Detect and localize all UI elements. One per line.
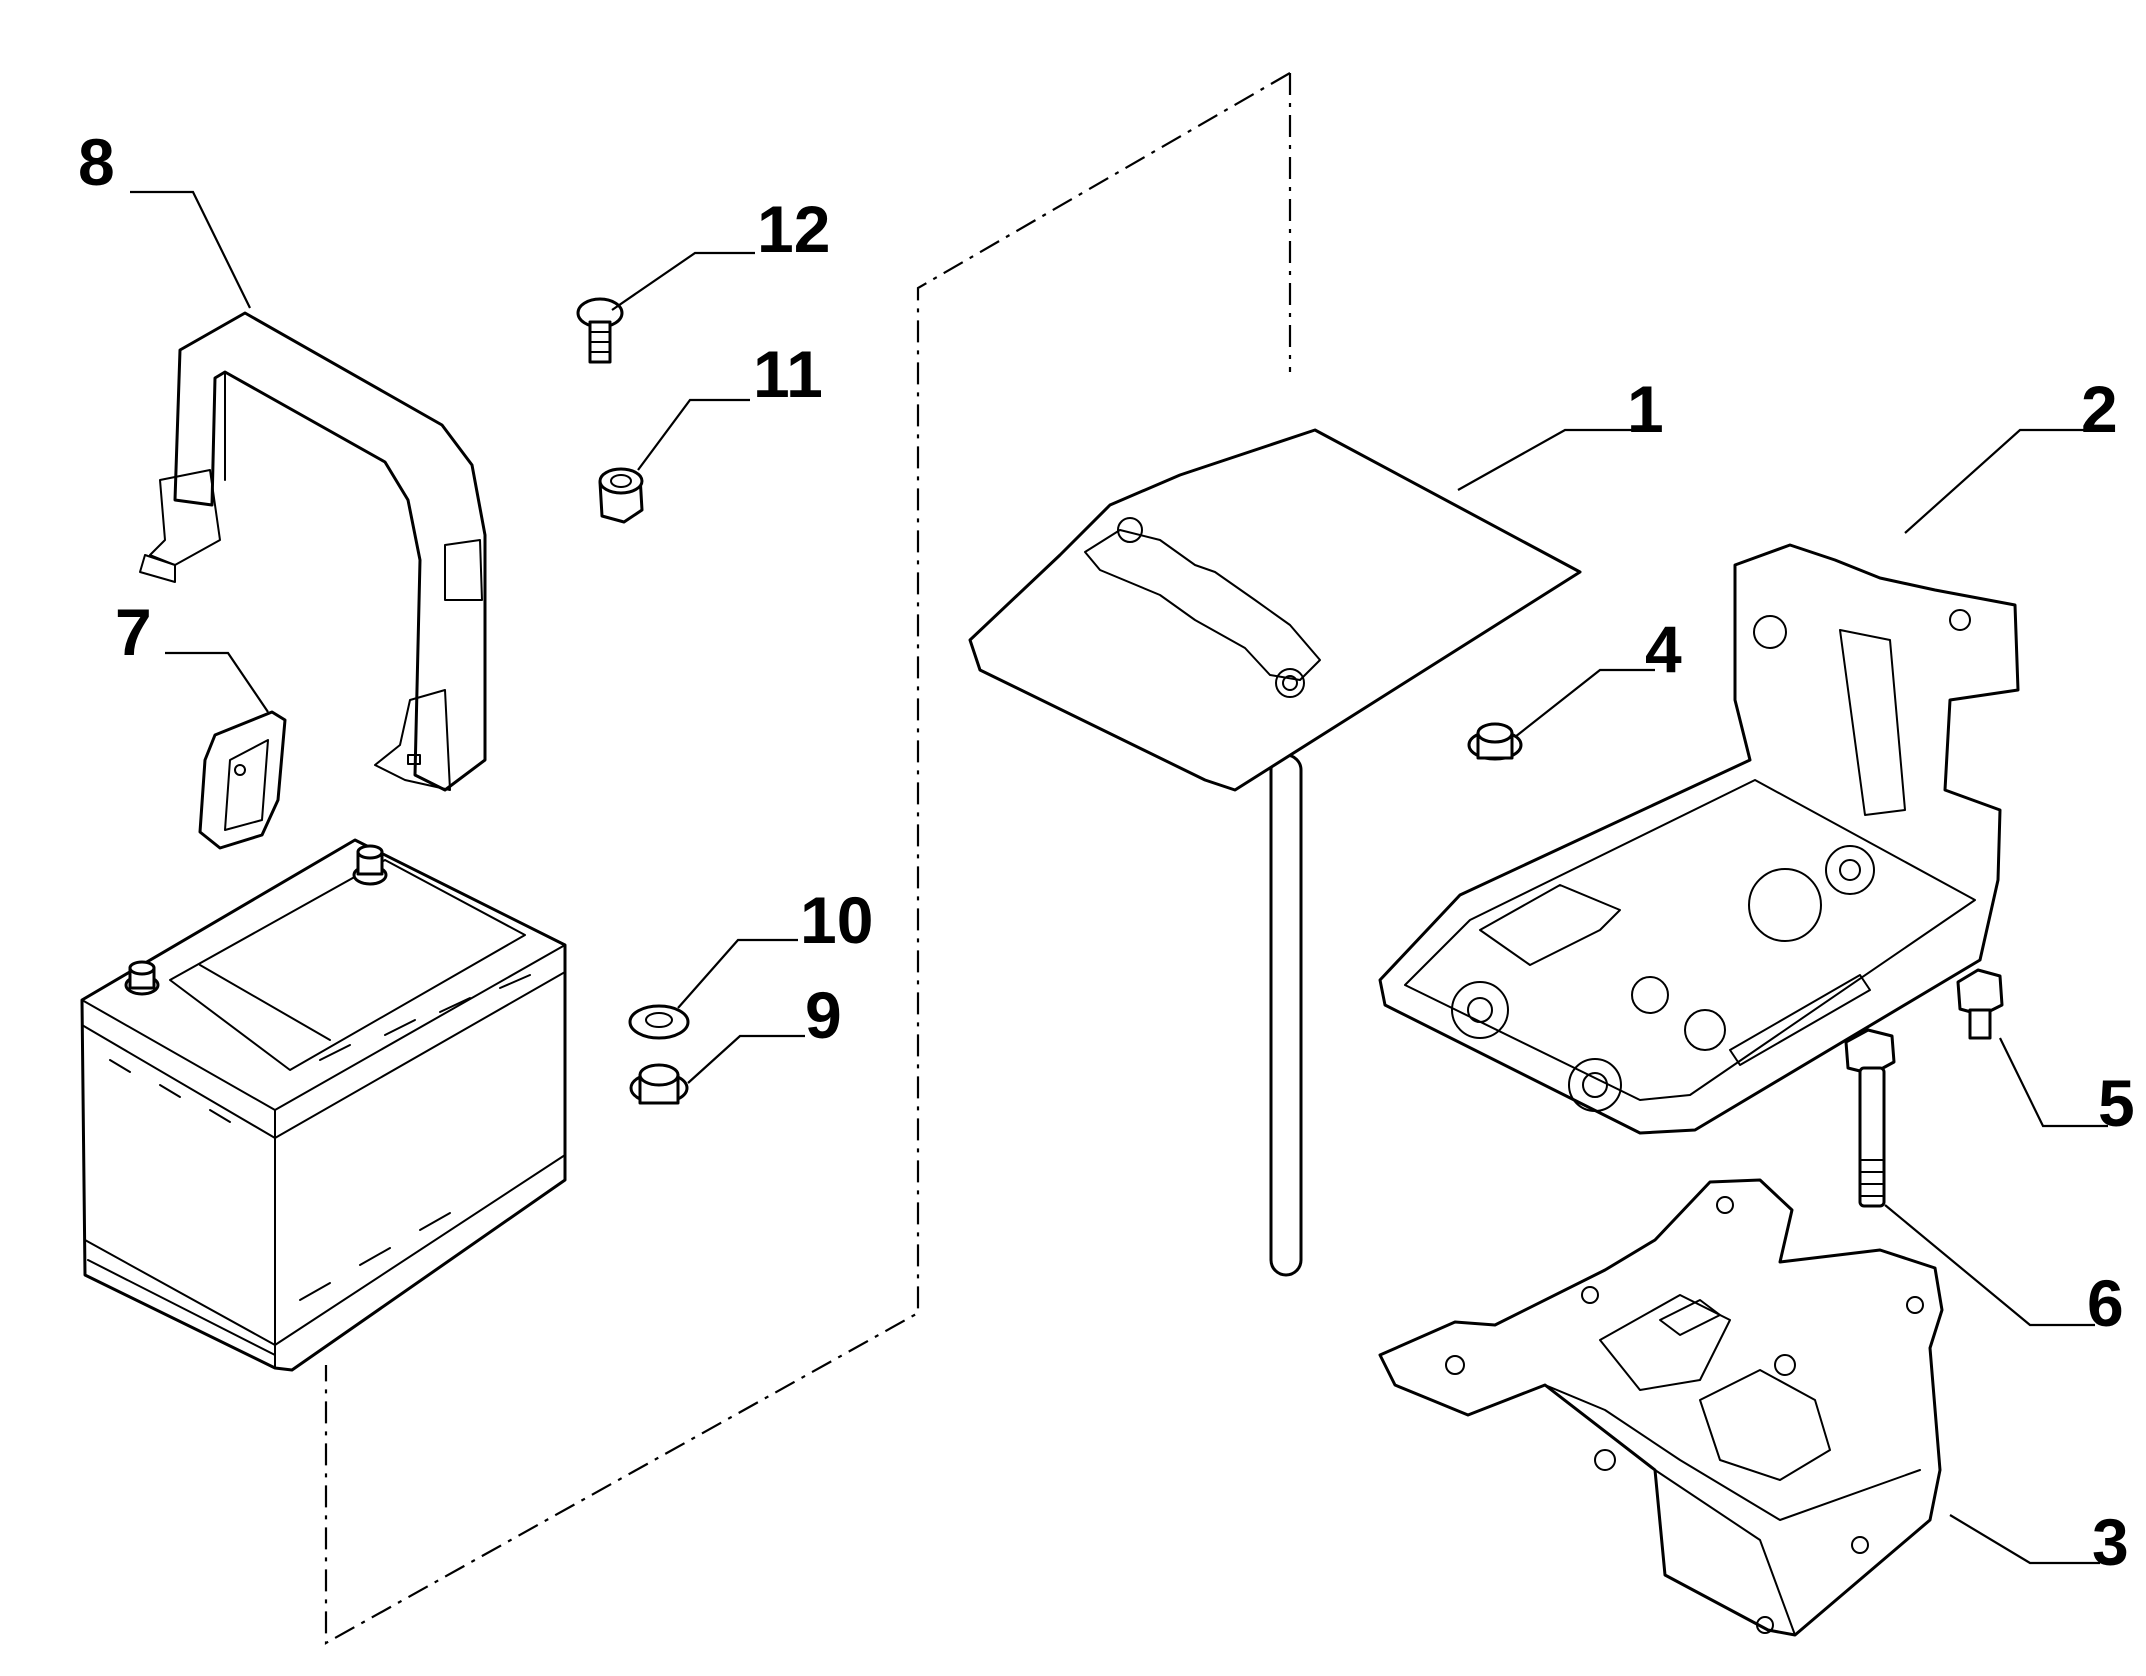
part-8-hold-down-strap bbox=[139, 311, 487, 792]
callout-11: 11 bbox=[753, 337, 823, 411]
part-6-long-bolt bbox=[1844, 1028, 1896, 1208]
leader-lines bbox=[130, 190, 2108, 1565]
callout-4: 4 bbox=[1645, 612, 1682, 686]
part-2-battery-tray bbox=[1378, 543, 2020, 1135]
part-11-nut bbox=[598, 467, 644, 524]
callout-2: 2 bbox=[2081, 372, 2118, 446]
part-12-screw bbox=[576, 297, 624, 364]
part-1-cover-plate bbox=[968, 428, 1582, 1277]
callout-7: 7 bbox=[115, 595, 152, 669]
part-10-washer bbox=[628, 1004, 690, 1040]
part-7-clamp-block bbox=[198, 710, 287, 850]
callout-5: 5 bbox=[2098, 1066, 2135, 1140]
callout-10: 10 bbox=[800, 883, 873, 957]
battery bbox=[80, 838, 567, 1372]
part-5-bolt bbox=[1956, 968, 2004, 1040]
part-9-flange-nut bbox=[629, 1063, 689, 1105]
callout-labels: 1 2 3 4 5 6 7 8 9 10 11 12 bbox=[78, 125, 2135, 1579]
callout-3: 3 bbox=[2092, 1505, 2129, 1579]
reference-outline bbox=[324, 72, 1292, 1645]
callout-12: 12 bbox=[757, 192, 830, 266]
callout-1: 1 bbox=[1627, 372, 1664, 446]
callout-6: 6 bbox=[2087, 1266, 2124, 1340]
part-3-base-bracket bbox=[1378, 1178, 1944, 1637]
part-4-nut bbox=[1467, 722, 1523, 761]
callout-8: 8 bbox=[78, 125, 115, 199]
callout-9: 9 bbox=[805, 978, 842, 1052]
